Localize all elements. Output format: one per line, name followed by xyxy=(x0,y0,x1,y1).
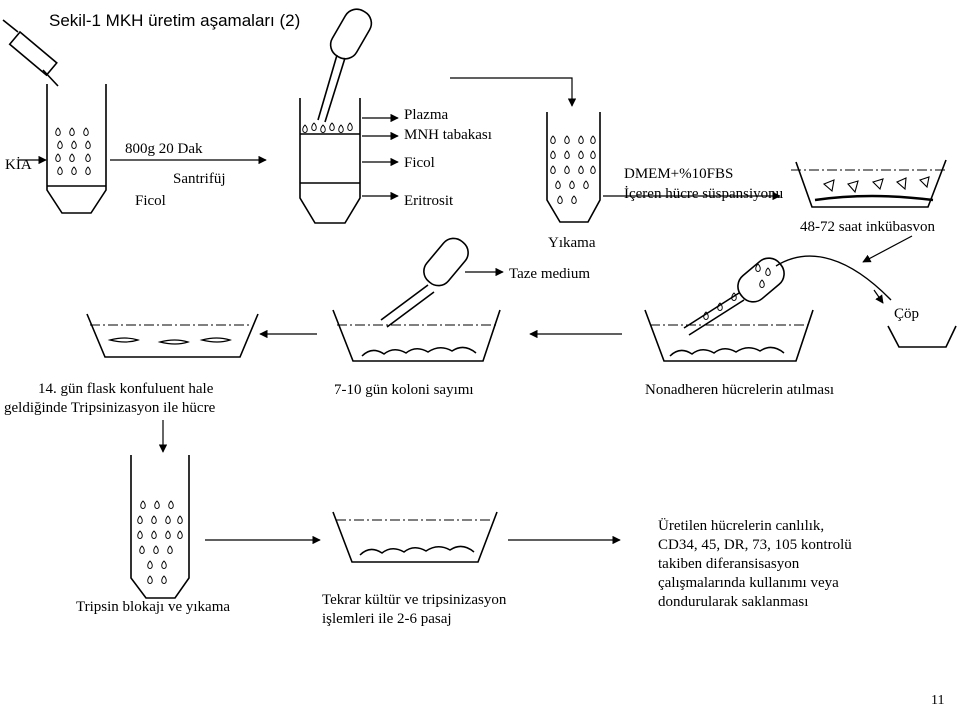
dish-bottom xyxy=(332,511,498,563)
erythrocyte-label: Eritrosit xyxy=(404,193,454,209)
reculture-line2: işlemleri ile 2-6 pasaj xyxy=(322,611,452,627)
tube-bottom xyxy=(130,455,190,599)
centrifuge-speed-label: 800g 20 Dak xyxy=(125,141,203,157)
flow-arrows xyxy=(18,77,913,545)
adherent-cells-top xyxy=(814,176,934,202)
ficol-left-label: Ficol xyxy=(135,193,166,209)
flask-middle xyxy=(332,309,501,362)
tube-1 xyxy=(46,84,107,214)
waste-label: Çöp xyxy=(894,306,920,322)
day14-line1: 14. gün flask konfuluent hale xyxy=(38,381,214,397)
kia-label: KİA xyxy=(5,157,32,173)
final-line1: Üretilen hücrelerin canlılık, xyxy=(658,518,825,534)
tube-2 xyxy=(299,98,361,224)
final-line3: takiben diferansisasyon xyxy=(658,556,800,572)
flask-cells xyxy=(109,337,785,556)
mnh-layer-label: MNH tabakası xyxy=(404,127,492,143)
reculture-line1: Tekrar kültür ve tripsinizasyon xyxy=(322,592,507,608)
day14-line2: geldiğinde Tripsinizasyon ile hücre xyxy=(4,400,216,416)
wash-label: Yıkama xyxy=(548,235,596,251)
fresh-medium-label: Taze medium xyxy=(509,266,590,282)
trypsin-block-label: Tripsin blokajı ve yıkama xyxy=(76,599,231,615)
page-number: 11 xyxy=(931,693,945,708)
dish-top xyxy=(791,159,947,208)
incubation-label: 48-72 saat inkübasvon xyxy=(800,219,935,235)
plasma-label: Plazma xyxy=(404,107,449,123)
pipette-remove-icon xyxy=(683,255,892,336)
pipette-icon xyxy=(317,8,373,123)
final-line2: CD34, 45, DR, 73, 105 kontrolü xyxy=(658,537,852,553)
waste-container xyxy=(887,325,957,348)
nonadherent-label: Nonadheren hücrelerin atılması xyxy=(645,382,835,398)
final-line5: dondurularak saklanması xyxy=(658,594,809,610)
colony-count-label: 7-10 gün koloni sayımı xyxy=(334,382,474,398)
centrifuge-label: Santrifüj xyxy=(173,171,226,187)
figure-title: Sekil-1 MKH üretim aşamaları (2) xyxy=(49,11,301,30)
ficol-mid-label: Ficol xyxy=(404,155,435,171)
dmem-label: DMEM+%10FBS xyxy=(624,166,734,182)
suspension-label: İçeren hücre süspansiyonu xyxy=(624,186,784,202)
flask-left xyxy=(86,313,259,358)
flask-right xyxy=(644,309,814,362)
final-line4: çalışmalarında kullanımı veya xyxy=(658,575,839,591)
pipette-medium-icon xyxy=(380,237,469,328)
tube-3 xyxy=(546,112,601,223)
syringe-icon xyxy=(2,19,59,87)
